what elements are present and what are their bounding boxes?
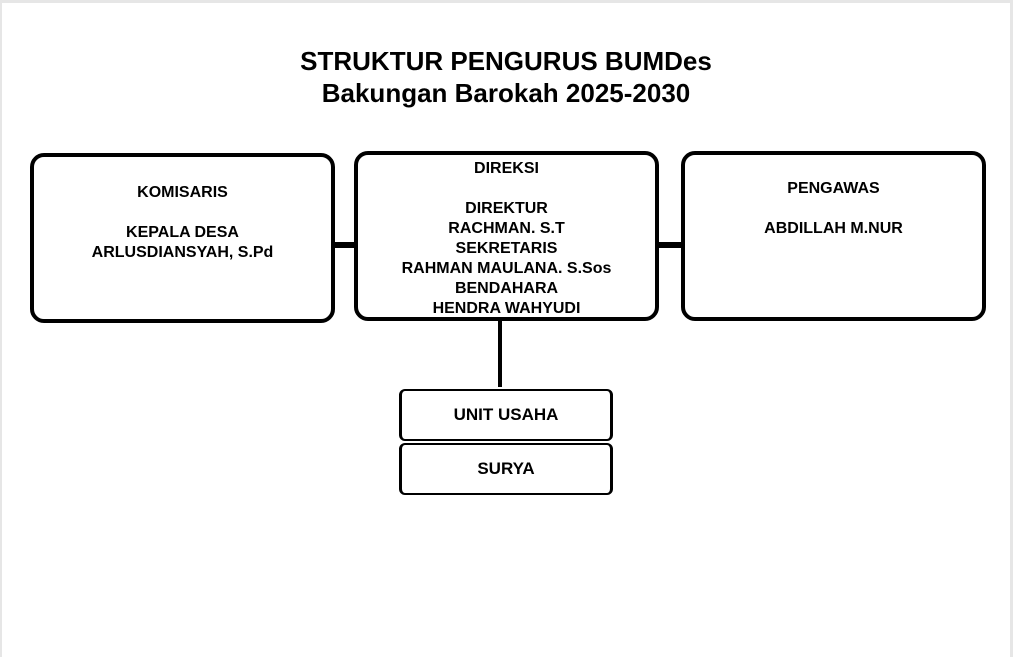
chart-title: STRUKTUR PENGURUS BUMDes	[300, 46, 712, 76]
connector-direksi-pengawas	[657, 242, 683, 248]
direktur-name: RACHMAN. S.T	[448, 220, 565, 237]
unit-usaha-box: UNIT USAHA	[399, 389, 613, 441]
unit-surya-box: SURYA	[399, 443, 613, 495]
bendahara-role: BENDAHARA	[454, 280, 559, 297]
direksi-box: DIREKSI DIREKTUR RACHMAN. S.T SEKRETARIS…	[354, 151, 659, 321]
direktur-role: DIREKTUR	[465, 200, 548, 217]
sekretaris-name: RAHMAN MAULANA. S.Sos	[401, 260, 612, 277]
direksi-heading: DIREKSI	[474, 160, 539, 177]
komisaris-heading: KOMISARIS	[137, 184, 228, 201]
pengawas-name: ABDILLAH M.NUR	[764, 220, 903, 237]
pengawas-box: PENGAWAS ABDILLAH M.NUR	[681, 151, 986, 321]
pengawas-heading: PENGAWAS	[787, 180, 880, 197]
connector-direksi-unit-usaha	[498, 321, 502, 387]
bendahara-name: HENDRA WAHYUDI	[432, 300, 581, 317]
org-chart-page: STRUKTUR PENGURUS BUMDes Bakungan Baroka…	[2, 3, 1010, 657]
chart-subtitle: Bakungan Barokah 2025-2030	[321, 78, 691, 108]
komisaris-role: KEPALA DESA	[126, 224, 239, 241]
komisaris-box: KOMISARIS KEPALA DESA ARLUSDIANSYAH, S.P…	[30, 153, 335, 323]
connector-komisaris-direksi	[333, 242, 356, 248]
komisaris-name: ARLUSDIANSYAH, S.Pd	[91, 244, 274, 261]
sekretaris-role: SEKRETARIS	[455, 240, 558, 257]
